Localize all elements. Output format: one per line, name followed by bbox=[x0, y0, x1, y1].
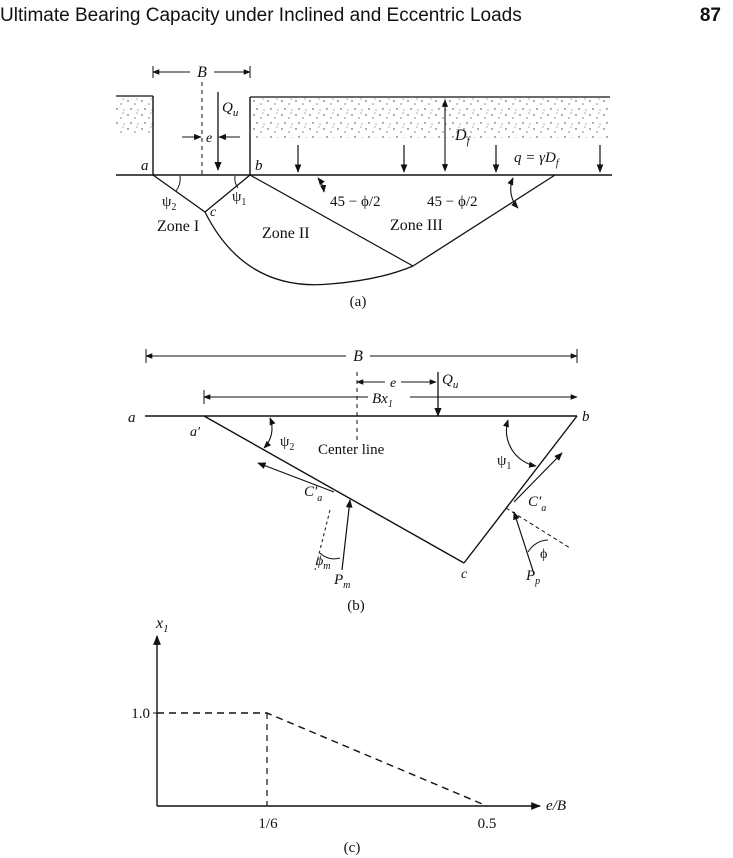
label-psi1-b: ψ1 bbox=[497, 453, 511, 472]
caption-b: (b) bbox=[347, 598, 365, 614]
soil-fill-right bbox=[250, 98, 610, 138]
label-zone2: Zone II bbox=[262, 225, 310, 242]
force-arrow-Pp bbox=[513, 511, 535, 575]
label-Pp: Pp bbox=[525, 568, 540, 587]
label-point-c-b: c bbox=[461, 567, 468, 582]
label-zone1: Zone I bbox=[157, 218, 199, 235]
label-Ca-right: C′a bbox=[528, 494, 546, 514]
label-angle-1: 45 − ϕ/2 bbox=[330, 194, 381, 210]
label-point-a-prime: a′ bbox=[190, 425, 201, 440]
x-tick-label-0-5: 0.5 bbox=[478, 816, 497, 832]
angle-arc-2 bbox=[507, 177, 519, 209]
soil-fill-left bbox=[116, 96, 153, 136]
label-surcharge: q = γDf bbox=[514, 150, 560, 169]
wedge-left-line bbox=[152, 174, 206, 213]
label-e-a: e bbox=[206, 131, 212, 146]
label-e-b: e bbox=[390, 376, 396, 391]
force-arrow-Ca-left bbox=[257, 462, 335, 493]
label-center-line: Center line bbox=[318, 442, 385, 458]
x-axis-label: e/B bbox=[546, 798, 566, 814]
caption-c: (c) bbox=[344, 840, 361, 856]
label-B-a: B bbox=[197, 64, 207, 81]
label-angle-2: 45 − ϕ/2 bbox=[427, 194, 478, 210]
label-Pm: Pm bbox=[333, 572, 350, 591]
label-point-c-a: c bbox=[210, 205, 217, 220]
figure-b: B e Qu Bx1 Center line a a′ b c ψ2 ψ1 C′… bbox=[128, 347, 590, 614]
label-phi: ϕ bbox=[540, 547, 547, 562]
label-zone3: Zone III bbox=[390, 217, 443, 234]
label-psi2-a: ψ2 bbox=[162, 194, 176, 213]
passive-zone-line bbox=[412, 174, 556, 267]
page-number: 87 bbox=[699, 5, 721, 26]
x-tick-label-1-6: 1/6 bbox=[258, 816, 278, 832]
force-arrow-Pm bbox=[341, 499, 353, 571]
force-arrow-Ca-right bbox=[513, 452, 563, 503]
label-point-b-a: b bbox=[255, 158, 263, 174]
series-line-x1 bbox=[157, 712, 488, 807]
y-axis-label: x1 bbox=[155, 615, 169, 635]
label-phi-m: ϕm bbox=[316, 554, 330, 572]
wedge-line-a-c bbox=[203, 415, 465, 564]
label-point-b-b: b bbox=[582, 409, 590, 425]
y-tick-label-1: 1.0 bbox=[131, 706, 150, 722]
zone-boundary-line bbox=[249, 174, 414, 267]
angle-arc-psi1-b bbox=[503, 419, 537, 468]
wedge-line-b-c bbox=[463, 415, 578, 564]
label-Qu-a: Qu bbox=[222, 100, 239, 119]
running-header: Ultimate Bearing Capacity under Inclined… bbox=[0, 0, 733, 34]
figure-a: B Qu e Df q = γDf a b c bbox=[116, 63, 612, 310]
angle-arc-psi2-b bbox=[263, 417, 276, 449]
figure-c-chart: x1 e/B 1.0 1/6 0.5 (c) bbox=[131, 615, 566, 856]
normal-dashed-Pp bbox=[505, 507, 571, 549]
log-spiral-curve bbox=[204, 211, 414, 286]
label-Qu-b: Qu bbox=[442, 372, 459, 391]
label-psi1-a: ψ1 bbox=[232, 189, 246, 208]
label-Df: Df bbox=[454, 127, 472, 147]
label-psi2-b: ψ2 bbox=[280, 434, 294, 453]
label-Ca-left: C′a bbox=[304, 484, 322, 504]
caption-a: (a) bbox=[350, 294, 367, 310]
running-title: Ultimate Bearing Capacity under Inclined… bbox=[0, 5, 522, 26]
label-point-a-b: a bbox=[128, 410, 136, 426]
label-point-a-a: a bbox=[141, 158, 149, 174]
label-Bx1: Bx1 bbox=[372, 391, 393, 410]
angle-arc-1 bbox=[317, 177, 327, 193]
wedge-right-line bbox=[204, 174, 251, 213]
label-B-b: B bbox=[353, 348, 363, 365]
normal-dashed-Pm bbox=[314, 509, 331, 571]
